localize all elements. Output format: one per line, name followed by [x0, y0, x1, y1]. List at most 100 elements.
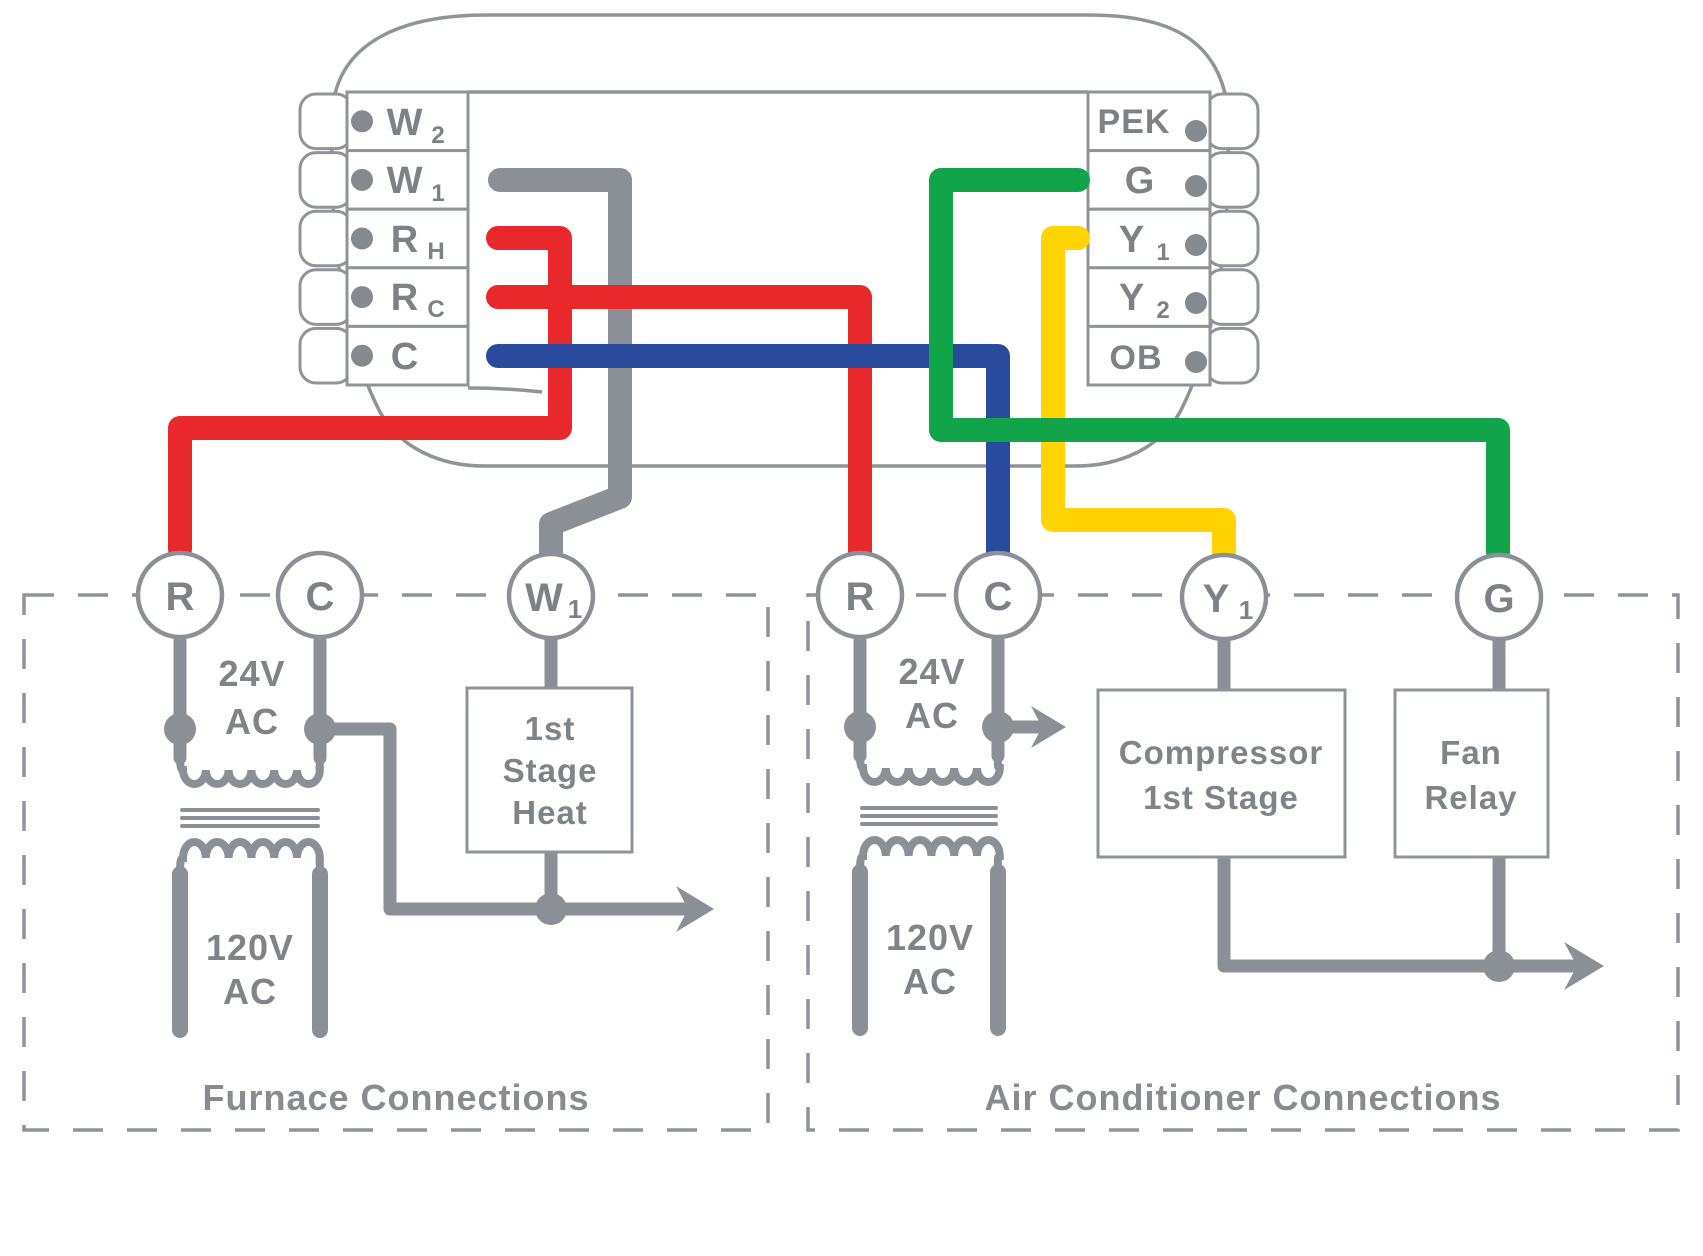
ac-y1-sublabel: 1: [1239, 595, 1253, 625]
furnace-arrow-icon: [676, 886, 714, 932]
heat-box-line1: 1st: [525, 710, 576, 747]
terminal-label-rc: R: [391, 277, 419, 319]
terminal-dot: [351, 110, 373, 133]
compressor-bus-wire: [1217, 850, 1579, 973]
ac-r-label: R: [846, 575, 875, 619]
terminal-dot: [351, 168, 373, 191]
ac-transformer: 24V AC 120V AC: [852, 651, 1006, 1036]
terminal-tab: [298, 151, 354, 209]
terminal-tab: [1204, 268, 1260, 326]
left-terminal-block: W 2 W 1 R H R C C: [298, 90, 470, 387]
terminal-label-c: C: [391, 336, 419, 378]
furnace-r-terminal: [135, 550, 225, 640]
furnace-section: 24V AC 120V AC 1st Stage Heat Furnace Co…: [164, 629, 714, 1118]
primary-coil: [176, 752, 324, 788]
ac-120v-label: 120V: [886, 917, 974, 958]
furnace-r-label: R: [166, 575, 195, 619]
terminal-sublabel-y1: 1: [1156, 239, 1169, 266]
terminal-dot: [351, 286, 373, 309]
terminal-sublabel-w2: 2: [431, 122, 444, 149]
furnace-120v-ac-label: AC: [223, 971, 277, 1012]
terminal-label-y1: Y: [1119, 219, 1145, 261]
terminal-dot: [1185, 234, 1207, 256]
terminal-tab: [298, 326, 354, 385]
fan-relay-box-rect: [1393, 688, 1550, 859]
furnace-w1-sublabel: 1: [568, 594, 582, 624]
terminal-label-ob: OB: [1110, 339, 1163, 377]
fan-relay-box: Fan Relay: [1393, 688, 1550, 859]
compressor-box-rect: [1096, 688, 1347, 859]
furnace-w1-label: W: [525, 576, 563, 620]
terminal-dot: [1185, 292, 1207, 314]
ac-r-terminal: [815, 550, 905, 640]
terminal-label-w1: W: [387, 160, 424, 202]
left-block-bottom-connector: [467, 386, 543, 394]
primary-coil: [856, 750, 1004, 786]
heat-stage-box: 1st Stage Heat: [465, 686, 634, 854]
ac-y1-label: Y: [1203, 577, 1230, 621]
furnace-24v-label: 24V: [218, 653, 285, 694]
furnace-connections-box: [22, 593, 770, 1132]
terminal-sublabel-rc: C: [427, 296, 444, 323]
terminal-label-g: G: [1125, 160, 1156, 202]
terminal-tab: [1204, 326, 1260, 385]
terminal-tab: [1204, 209, 1260, 268]
terminal-sublabel-rh: H: [427, 238, 444, 265]
furnace-c-label: C: [306, 575, 335, 619]
furnace-w1-terminal: [506, 551, 596, 641]
terminal-label-y2: Y: [1119, 277, 1145, 319]
terminal-label-pek: PEK: [1098, 103, 1171, 141]
junction-dot: [535, 893, 567, 925]
heat-box-line3: Heat: [512, 794, 588, 831]
terminal-dot: [1185, 175, 1207, 197]
ac-c-arrow-icon: [1031, 706, 1066, 748]
terminal-tab: [1204, 92, 1260, 151]
compressor-box: Compressor 1st Stage: [1096, 688, 1347, 859]
terminal-dot: [351, 227, 373, 250]
terminal-dot: [351, 344, 373, 367]
terminal-tab: [298, 92, 354, 151]
ac-g-label: G: [1483, 577, 1514, 621]
wire-w1-gray: [488, 168, 632, 564]
ac-24v-ac-label: AC: [905, 695, 959, 736]
furnace-c-terminal: [275, 550, 365, 640]
wires: [168, 168, 1510, 564]
heat-box-line2: Stage: [503, 752, 598, 789]
secondary-coil: [176, 838, 324, 876]
terminal-dot: [1185, 351, 1207, 373]
right-terminal-block: PEK G Y 1 Y 2 OB: [1086, 90, 1260, 387]
ac-box-title: Air Conditioner Connections: [985, 1077, 1502, 1118]
furnace-transformer: 24V AC 120V AC: [172, 653, 328, 1038]
circle-terminals: R C W 1 R C Y 1 G: [135, 550, 1544, 642]
ac-section: 24V AC 120V AC Compressor 1st Stage Fan …: [844, 630, 1604, 1118]
furnace-24v-ac-label: AC: [225, 701, 279, 742]
terminal-label-w2: W: [387, 102, 424, 144]
junction-dot: [1483, 950, 1515, 982]
furnace-120v-label: 120V: [206, 927, 294, 968]
terminal-sublabel-y2: 2: [1156, 297, 1169, 324]
ac-g-terminal: [1454, 552, 1544, 642]
ac-y1-terminal: [1179, 552, 1269, 642]
ac-120v-ac-label: AC: [903, 961, 957, 1002]
ac-c-terminal: [953, 550, 1043, 640]
secondary-coil: [856, 836, 1004, 874]
fan-relay-line2: Relay: [1424, 779, 1517, 816]
wire-c-blue: [486, 344, 1010, 564]
wire-rh-red: [168, 226, 572, 561]
terminal-dot: [1185, 120, 1207, 142]
terminal-tab: [298, 268, 354, 326]
fan-relay-line1: Fan: [1440, 734, 1502, 771]
compressor-line2: 1st Stage: [1143, 779, 1299, 816]
furnace-box-title: Furnace Connections: [202, 1077, 589, 1118]
terminal-tab: [1204, 151, 1260, 209]
compressor-line1: Compressor: [1119, 734, 1323, 771]
ac-24v-label: 24V: [898, 651, 965, 692]
terminal-tab: [298, 209, 354, 268]
terminal-label-rh: R: [391, 219, 419, 261]
wire-y1-yellow: [1041, 226, 1236, 564]
wire-rc-red: [486, 285, 872, 564]
terminal-sublabel-w1: 1: [431, 180, 444, 207]
heat-box-rect: [465, 686, 634, 854]
